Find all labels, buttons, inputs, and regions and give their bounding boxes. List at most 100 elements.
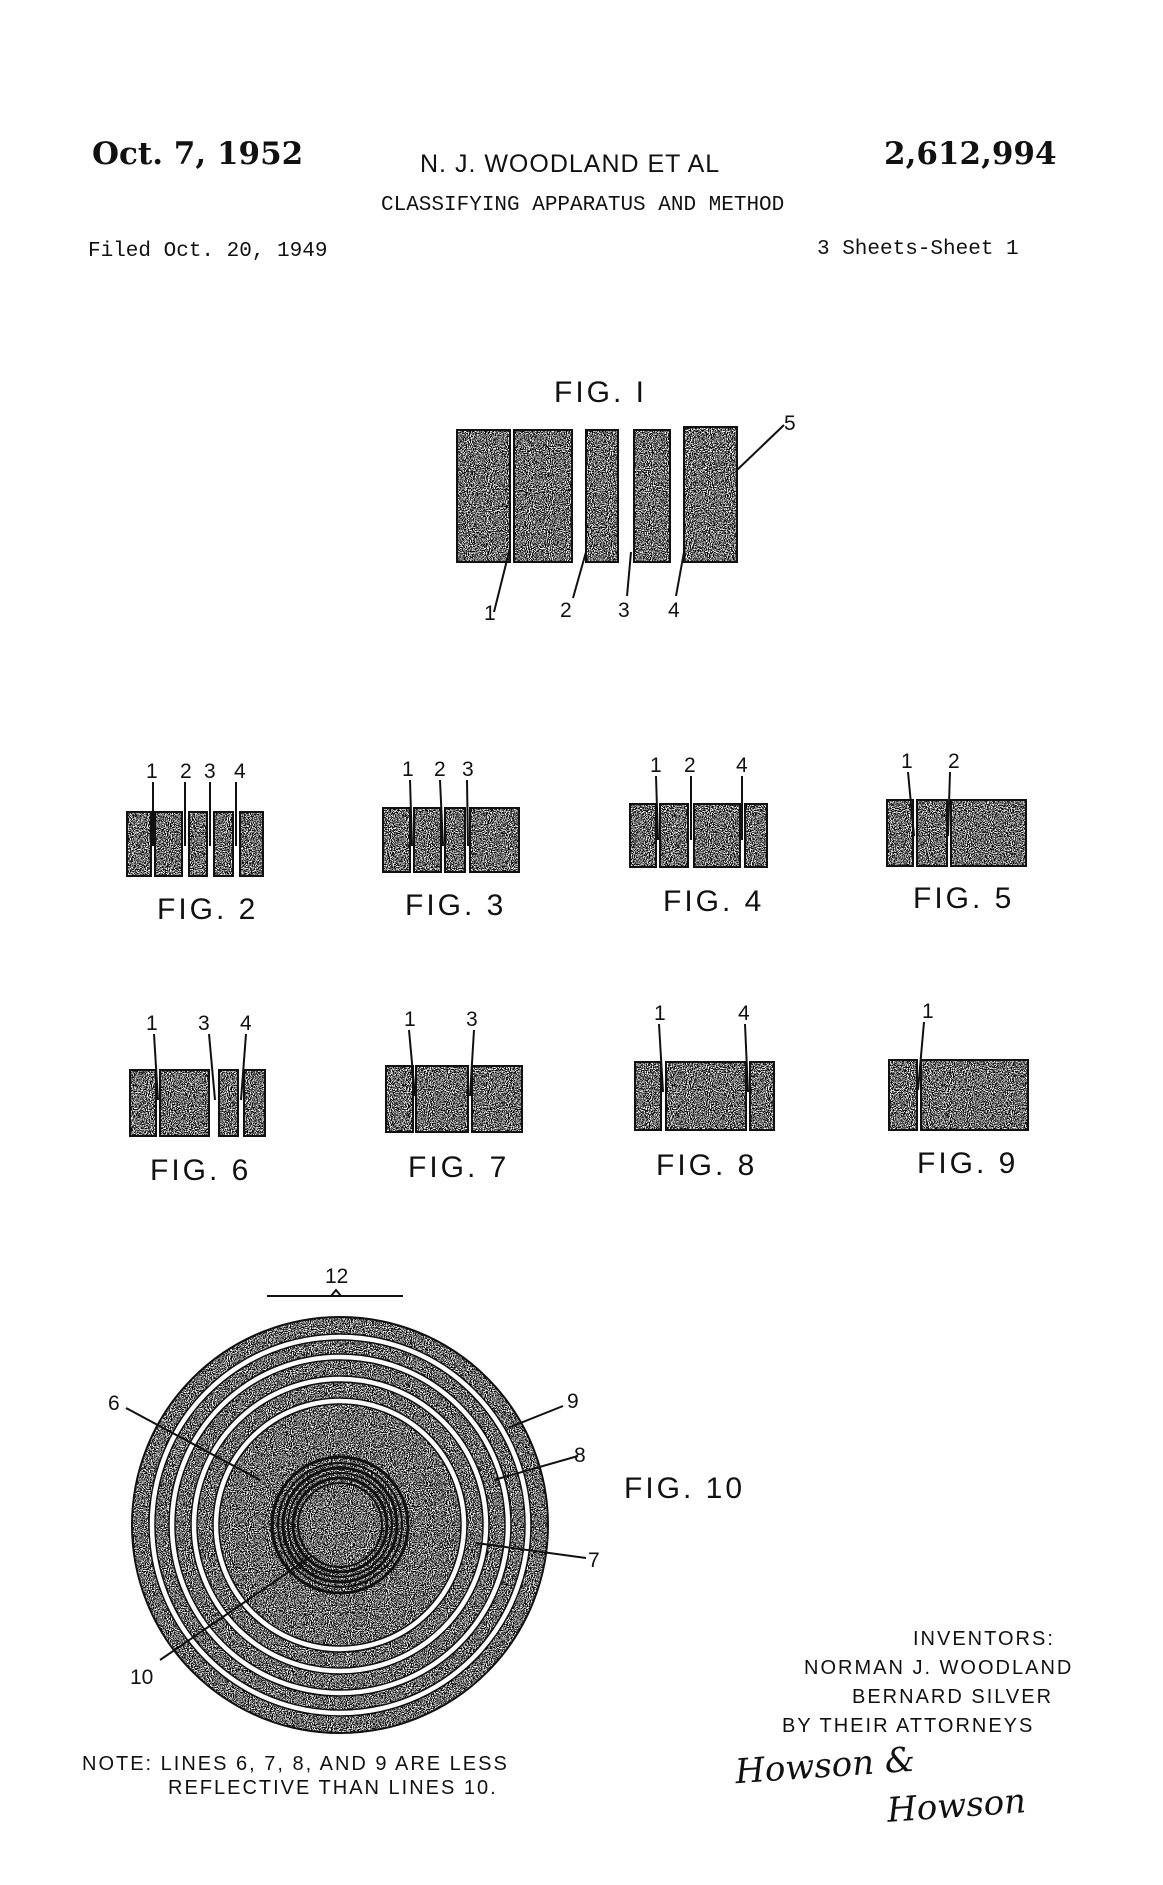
fig6-callout-3: 3: [198, 1012, 210, 1035]
fig7-callout-1: 1: [404, 1008, 416, 1031]
note-line-1: NOTE: LINES 6, 7, 8, AND 9 ARE LESS: [82, 1753, 509, 1775]
fig1-bar-5: [684, 427, 737, 562]
fig1-callout-1: 1: [484, 602, 496, 625]
fig10-callout-8: 8: [574, 1444, 586, 1467]
fig5-bar-2: [917, 800, 947, 866]
fig3: 1 2 3 FIG. 3: [382, 758, 520, 922]
fig5-bar-3: [951, 800, 1026, 866]
fig1-callout-3: 3: [618, 599, 630, 622]
fig10-callout-9: 9: [567, 1390, 579, 1413]
fig8-bar-2: [666, 1062, 746, 1130]
fig2-callout-1: 1: [146, 760, 158, 783]
fig5: 1 2 FIG. 5: [886, 750, 1027, 915]
note-text: NOTE: LINES 6, 7, 8, AND 9 ARE LESS REFL…: [82, 1752, 509, 1800]
fig2-callout-2: 2: [180, 760, 192, 783]
fig2-label: FIG. 2: [157, 893, 258, 926]
fig1-label: FIG. I: [554, 376, 647, 409]
fig4-leaders: [655, 775, 743, 841]
fig4-bar-2: [660, 804, 688, 867]
fig1-bar-2: [514, 430, 572, 562]
fig2-bar-1: [127, 812, 151, 876]
fig7-callout-3: 3: [466, 1008, 478, 1031]
fig4-label: FIG. 4: [663, 885, 764, 918]
fig7-bar-1: [386, 1066, 413, 1132]
fig3-callout-1: 1: [402, 758, 414, 781]
fig3-bar-3: [445, 808, 465, 872]
fig8-bar-3: [750, 1062, 774, 1130]
fig4-bar-3: [694, 804, 740, 867]
inventor-name-1: NORMAN J. WOODLAND: [804, 1657, 1074, 1679]
fig4-callout-2: 2: [684, 754, 696, 777]
fig2-bar-2: [155, 812, 182, 876]
fig10-white-gaps: [149, 1334, 531, 1716]
fig9: 1 FIG. 9: [888, 1000, 1029, 1180]
fig1: FIG. I 1 2: [456, 376, 796, 625]
fig10-callout-12: 12: [325, 1265, 348, 1288]
fig1-callout-4: 4: [668, 599, 680, 622]
fig9-bar-1: [889, 1060, 917, 1130]
fig1-bar-4: [634, 430, 670, 562]
fig9-label: FIG. 9: [917, 1147, 1018, 1180]
fig7: 1 3 FIG. 7: [385, 1008, 523, 1184]
fig5-label: FIG. 5: [913, 882, 1014, 915]
fig10-ring-outlines: [148, 1333, 532, 1717]
patent-number: 2,612,994: [884, 136, 1057, 172]
fig2-bar-4: [214, 812, 233, 876]
fig5-leaders: [907, 771, 951, 837]
fig9-callout-1: 1: [922, 1000, 934, 1023]
fig8-callout-1: 1: [654, 1002, 666, 1025]
fig6-callout-1: 1: [146, 1012, 158, 1035]
fig6: 1 3 4 FIG. 6: [129, 1012, 266, 1187]
fig3-bar-2: [414, 808, 441, 872]
note-line-2: REFLECTIVE THAN LINES 10.: [168, 1777, 498, 1799]
inventor-name-2: BERNARD SILVER: [852, 1686, 1054, 1708]
fig10-callout-6: 6: [108, 1392, 120, 1415]
fig4-callout-4: 4: [736, 754, 748, 777]
fig2-leaders: [152, 782, 237, 846]
fig10-callout-10: 10: [130, 1666, 153, 1689]
fig7-bar-3: [472, 1066, 522, 1132]
fig6-bar-2: [160, 1070, 209, 1136]
fig3-callout-2: 2: [434, 758, 446, 781]
fig2-callout-3: 3: [204, 760, 216, 783]
fig3-callout-3: 3: [462, 758, 474, 781]
fig4-bar-1: [630, 804, 656, 867]
fig3-label: FIG. 3: [405, 889, 506, 922]
fig6-leaders: [153, 1033, 247, 1101]
fig4: 1 2 4 FIG. 4: [629, 754, 768, 918]
fig2-bar-5: [240, 812, 263, 876]
fig8-callout-4: 4: [738, 1002, 750, 1025]
fig5-callout-1: 1: [901, 750, 913, 773]
fig3-bar-4: [470, 808, 519, 872]
fig8-leaders: [658, 1023, 749, 1093]
fig8: 1 4 FIG. 8: [634, 1002, 775, 1182]
fig3-leaders: [409, 779, 469, 847]
sheet-count: 3 Sheets-Sheet 1: [817, 238, 1019, 261]
fig6-bar-1: [130, 1070, 156, 1136]
fig4-callout-1: 1: [650, 754, 662, 777]
fig10: 12 6 9 8 7 10 FIG. 10: [108, 1265, 745, 1734]
inventor-header: N. J. WOODLAND ET AL: [420, 150, 721, 178]
fig4-bar-4: [745, 804, 767, 867]
fig9-leaders: [917, 1021, 925, 1091]
fig8-bar-1: [635, 1062, 661, 1130]
fig10-callout-7: 7: [588, 1549, 600, 1572]
fig6-callout-4: 4: [240, 1012, 252, 1035]
fig10-label: FIG. 10: [624, 1472, 745, 1505]
fig1-callout-2: 2: [560, 599, 572, 622]
fig7-label: FIG. 7: [408, 1151, 509, 1184]
patent-title: CLASSIFYING APPARATUS AND METHOD: [381, 194, 785, 217]
fig1-bar-3: [586, 430, 618, 562]
fig7-leaders: [408, 1029, 475, 1097]
fig1-bar-1: [457, 430, 510, 562]
fig6-label: FIG. 6: [150, 1154, 251, 1187]
fig5-callout-2: 2: [948, 750, 960, 773]
fig7-bar-2: [416, 1066, 468, 1132]
fig10-inner-rings: [270, 1455, 410, 1595]
fig2-bar-3: [189, 812, 207, 876]
fig2: 1 2 3 4 FIG. 2: [126, 760, 264, 926]
fig2-callout-4: 4: [234, 760, 246, 783]
inventors-label: INVENTORS:: [913, 1628, 1055, 1650]
